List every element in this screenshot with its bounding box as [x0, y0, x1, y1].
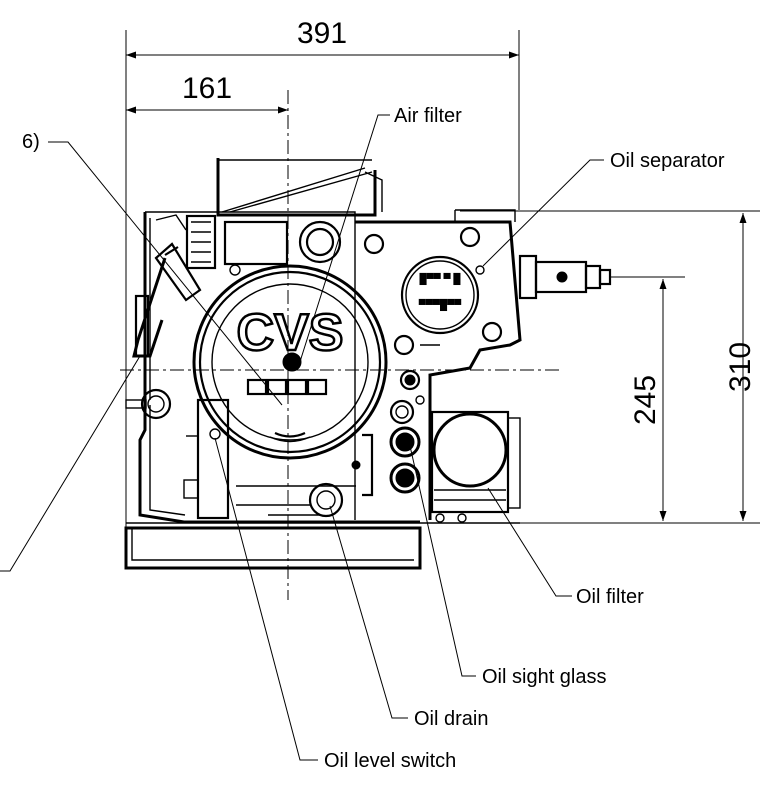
vacuum-pump-drawing: CVS █▀▀ ▀ █ ▀▀▀█▀▀: [124, 158, 612, 570]
note-6-label: 6): [22, 131, 40, 153]
callout-oil-sight-glass: Oil sight glass: [409, 445, 607, 688]
oil-sight-glass-label: Oil sight glass: [482, 666, 607, 688]
dimension-161-label: 161: [182, 72, 232, 105]
dimension-total-width: 391: [125, 17, 520, 530]
dimension-center-height: 245: [610, 276, 685, 521]
oil-drain-label: Oil drain: [414, 708, 488, 730]
oil-separator-label: Oil separator: [610, 150, 725, 172]
callout-oil-drain: Oil drain: [329, 505, 488, 730]
oil-filter-label: Oil filter: [576, 586, 644, 608]
callout-unlabeled-left: [0, 355, 141, 572]
callout-air-filter: Air filter: [297, 105, 462, 369]
separator-label-glyph-2: ▀▀▀█▀▀: [419, 298, 462, 312]
dimension-391-label: 391: [297, 17, 347, 50]
dimension-total-height: 310: [440, 210, 760, 524]
callout-note-6: 6): [22, 131, 283, 406]
dimension-245-label: 245: [629, 375, 662, 425]
separator-label-glyph-1: █▀▀ ▀ █: [420, 272, 462, 286]
callout-oil-level-switch: Oil level switch: [214, 437, 456, 772]
callout-oil-filter: Oil filter: [487, 487, 644, 608]
oil-level-switch-label: Oil level switch: [324, 750, 456, 772]
callout-oil-separator: Oil separator: [482, 150, 725, 267]
air-filter-label: Air filter: [394, 105, 462, 127]
dimension-310-label: 310: [724, 342, 757, 392]
pump-brand-logo: CVS: [237, 304, 344, 362]
dimension-center-offset: 161: [126, 72, 288, 114]
